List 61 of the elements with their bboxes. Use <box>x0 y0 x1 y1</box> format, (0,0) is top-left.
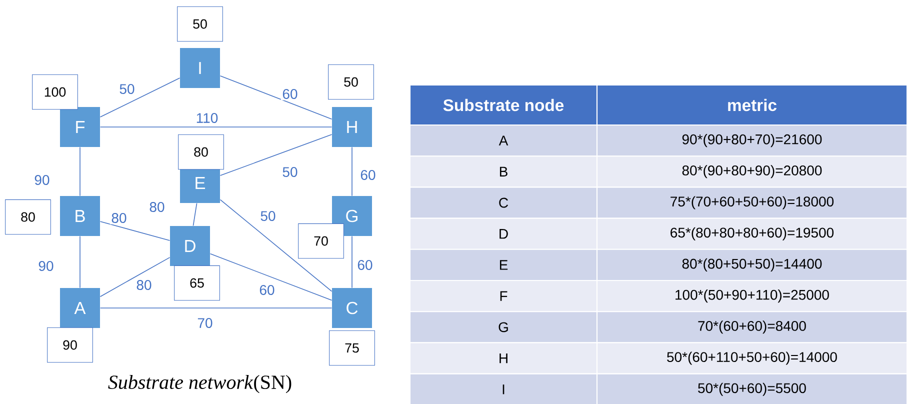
link-line <box>220 134 332 176</box>
edge-label: 80 <box>134 278 154 292</box>
capacity-box: 90 <box>47 327 93 363</box>
table-cell: C <box>409 186 598 219</box>
edge-label: 60 <box>258 284 276 296</box>
network-node: A <box>60 288 100 328</box>
edge-label: 60 <box>356 258 374 272</box>
table-cell: 50*(50+60)=5500 <box>596 373 907 404</box>
capacity-box: 50 <box>177 6 223 42</box>
table-cell: 50*(60+110+50+60)=14000 <box>596 342 907 374</box>
link-line <box>100 257 170 297</box>
table-cell: 90*(90+80+70)=21600 <box>596 124 907 157</box>
table-cell: E <box>409 248 598 282</box>
edge-label: 90 <box>32 174 52 186</box>
table-cell: 65*(80+80+80+60)=19500 <box>596 218 907 250</box>
table-cell: 70*(60+60)=8400 <box>596 311 907 344</box>
network-node: C <box>332 288 372 328</box>
network-node: H <box>332 107 372 147</box>
link-line <box>220 75 332 120</box>
network-node: D <box>170 226 210 266</box>
network-node: F <box>60 107 100 147</box>
edge-label: 80 <box>110 212 128 224</box>
link-line <box>100 221 170 241</box>
edge-label: 50 <box>258 210 278 222</box>
table-cell: B <box>409 156 598 188</box>
table-cell: 100*(50+90+110)=25000 <box>596 280 907 312</box>
link-line <box>210 253 332 301</box>
header-cell: Substrate node <box>409 84 598 126</box>
table-cell: 80*(80+50+50)=14400 <box>596 248 907 282</box>
header-cell: metric <box>596 84 907 126</box>
edge-label: 110 <box>194 112 220 124</box>
edge-label: 50 <box>280 166 300 178</box>
capacity-box: 50 <box>328 64 374 100</box>
table-cell: 80*(90+80+90)=20800 <box>596 156 907 188</box>
edge-label: 70 <box>196 316 214 330</box>
table-cell: H <box>409 342 598 374</box>
capacity-box: 80 <box>5 199 51 235</box>
edge-label: 50 <box>118 82 136 96</box>
network-node: I <box>180 48 220 88</box>
edge-label: 60 <box>358 168 378 182</box>
link-line <box>192 202 198 226</box>
capacity-box: 80 <box>178 134 224 170</box>
capacity-box: 75 <box>329 330 375 366</box>
link-line <box>100 126 332 128</box>
table-cell: A <box>409 124 598 157</box>
table-cell: G <box>409 311 598 344</box>
table-cell: I <box>409 373 598 404</box>
table-cell: D <box>409 218 598 250</box>
network-node: G <box>332 196 372 236</box>
link-line <box>100 78 180 118</box>
table-cell: F <box>409 280 598 312</box>
edge-label: 60 <box>280 88 300 100</box>
network-node: B <box>60 196 100 236</box>
link-line <box>220 199 332 292</box>
capacity-box: 70 <box>298 223 344 259</box>
capacity-box: 100 <box>32 74 78 110</box>
caption: Substrate network(SN) <box>108 374 292 394</box>
edge-label: 90 <box>36 260 56 272</box>
edge-label: 80 <box>148 200 166 214</box>
capacity-box: 65 <box>174 265 220 301</box>
table-cell: 75*(70+60+50+60)=18000 <box>596 186 907 219</box>
